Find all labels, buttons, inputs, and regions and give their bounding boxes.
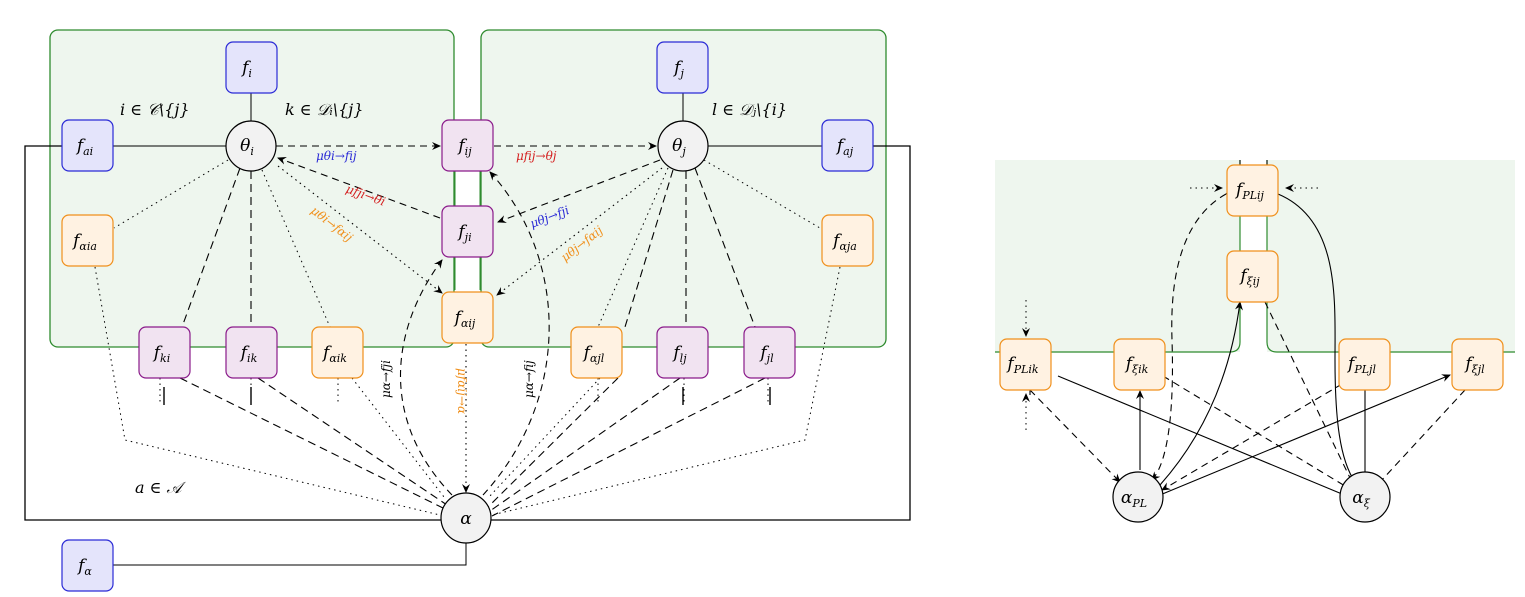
orange-factors xyxy=(61,214,874,379)
purple-factors xyxy=(138,119,796,379)
label-set-a: a ∈ 𝒜 xyxy=(135,478,187,497)
node-f-lj: flj xyxy=(671,343,687,365)
label-msg-alpha-fij: μα→fij xyxy=(522,360,536,398)
node-f-xi-ik: fξik xyxy=(1124,354,1149,376)
node-f-alpha: fα xyxy=(76,556,92,578)
variable-nodes xyxy=(225,120,709,544)
node-alpha-xi: αξ xyxy=(1352,488,1370,510)
node-f-xi-ij: fξij xyxy=(1238,266,1260,288)
node-f-ai: fai xyxy=(75,136,93,158)
label-msg-fij-thj: μfij→θj xyxy=(516,149,557,163)
node-f-aj: faj xyxy=(835,136,854,158)
node-f-alpha-ja: fαja xyxy=(831,231,857,253)
node-f-xi-jl: fξjl xyxy=(1463,354,1485,376)
node-f-pl-ij: fPLij xyxy=(1234,180,1265,202)
node-f-ji: fji xyxy=(456,222,471,244)
label-set-dj: l ∈ 𝒟ⱼ\{i} xyxy=(712,100,787,119)
label-msg-alpha-fji: μα→fji xyxy=(379,360,393,398)
node-f-pl-ik: fPLik xyxy=(1005,354,1039,376)
node-f-j: fj xyxy=(672,58,684,80)
label-set-di: k ∈ 𝒟ᵢ\{j} xyxy=(285,100,363,119)
node-f-alpha-ij: fαij xyxy=(453,308,476,330)
label-msg-thi-fij: μθi→fij xyxy=(316,149,357,163)
msg-alpha-fji xyxy=(400,259,453,496)
label-msg-faij-alpha: μfαij→α xyxy=(455,368,469,414)
node-f-alpha-ia: fαia xyxy=(71,231,97,253)
node-f-pl-jl: fPLjl xyxy=(1346,354,1376,376)
node-f-ki: fki xyxy=(152,343,170,365)
node-alpha: α xyxy=(460,509,472,529)
node-theta-j: θj xyxy=(672,136,686,158)
node-f-jl: fjl xyxy=(758,343,774,365)
blue-factors xyxy=(61,41,874,592)
node-f-i: fi xyxy=(240,58,252,80)
node-alpha-pl: αPL xyxy=(1121,488,1147,510)
node-theta-i: θi xyxy=(240,136,254,158)
node-f-alpha-jl: fαjl xyxy=(582,343,605,365)
label-set-c: i ∈ 𝒞\{j} xyxy=(120,100,190,119)
msg-fji-thi xyxy=(277,157,441,219)
right-diagram xyxy=(995,160,1515,523)
edge-falpha-alpha xyxy=(113,543,467,566)
node-f-alpha-ik: fαik xyxy=(321,343,347,365)
node-f-ij: fij xyxy=(456,136,472,158)
node-f-ik: fik xyxy=(239,343,258,365)
msg-thj-fji xyxy=(497,159,661,223)
msg-alpha-fij xyxy=(482,171,550,496)
